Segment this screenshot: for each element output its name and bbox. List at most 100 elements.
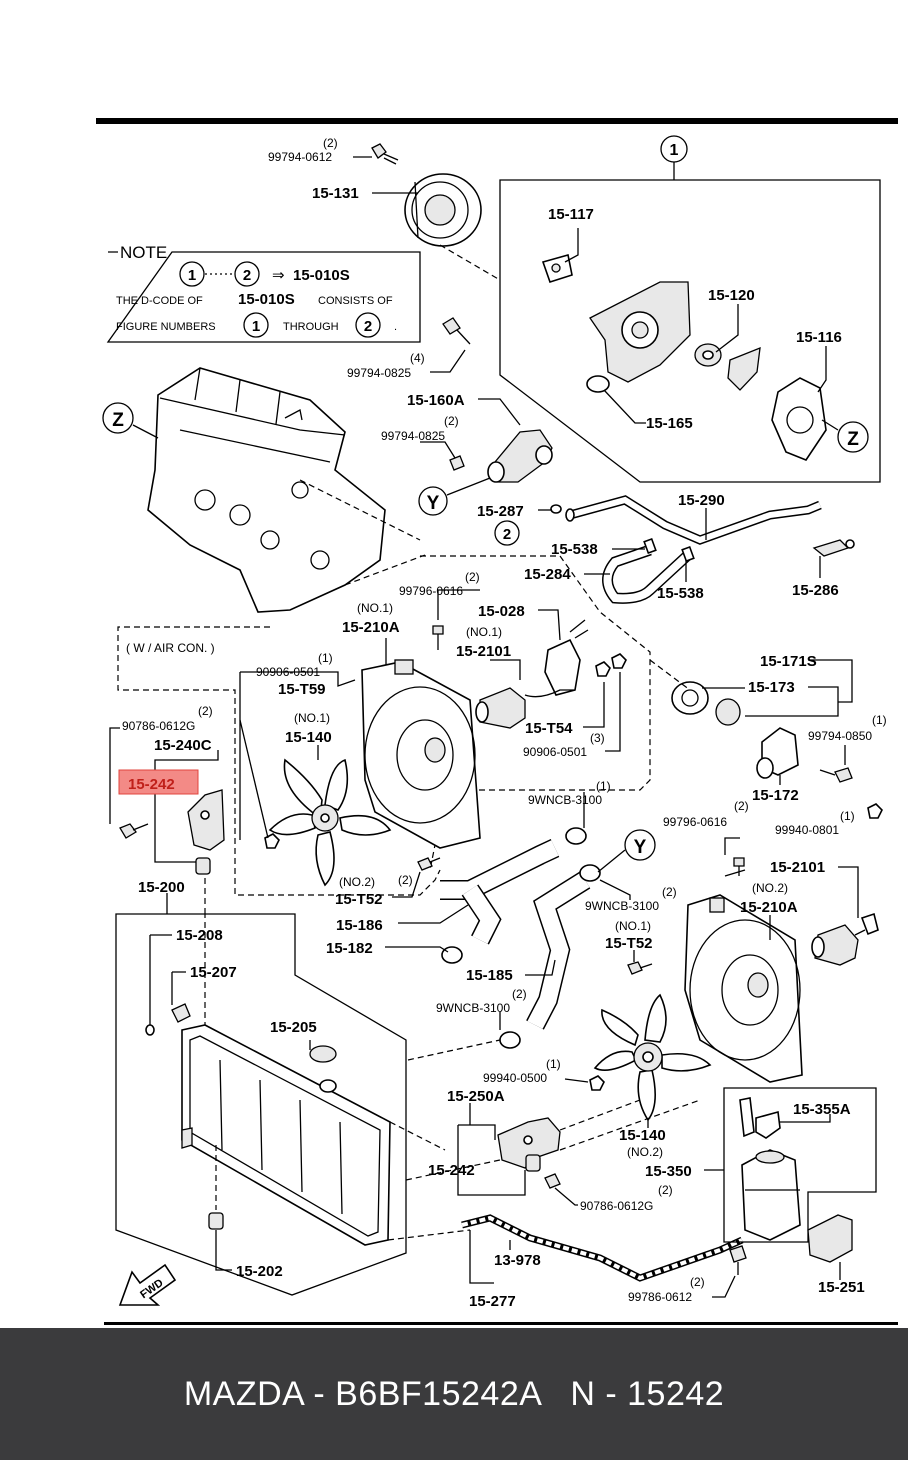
label-15-2101-b: 15-2101 bbox=[770, 859, 825, 876]
label-no1-motor: (NO.1) bbox=[466, 625, 502, 639]
label-qty-90906-0501-b: (3) bbox=[590, 731, 605, 745]
marker-circle-2 bbox=[494, 520, 520, 546]
label-15-242-b: 15-242 bbox=[428, 1162, 475, 1179]
label-15-205: 15-205 bbox=[270, 1019, 317, 1036]
pump-impeller bbox=[727, 346, 761, 391]
label-15-172: 15-172 bbox=[752, 787, 799, 804]
fan-motor-no1: (NO.1) 15-2101 15-028 (2) 99796-0616 15-… bbox=[399, 570, 627, 759]
label-15-208: 15-208 bbox=[176, 927, 223, 944]
label-no1-fan: (NO.1) bbox=[294, 711, 330, 725]
label-qty-99794-0850: (1) bbox=[872, 713, 887, 727]
label-15-210A-a: 15-210A bbox=[342, 619, 400, 636]
note-line2-b: CONSISTS OF bbox=[318, 295, 393, 307]
label-15-140-b: 15-140 bbox=[619, 1127, 666, 1144]
label-9WNCB-3100-a: 9WNCB-3100 bbox=[528, 793, 602, 807]
note-circle-2b bbox=[355, 312, 381, 338]
marker-y-mid bbox=[624, 829, 656, 861]
label-99786-0612: 99786-0612 bbox=[628, 1290, 692, 1304]
screw-15-T52-a: (2) (NO.2) 15-T52 bbox=[335, 857, 441, 908]
label-no2-shroud: (NO.2) bbox=[752, 881, 788, 895]
marker-z-right-text: Z bbox=[847, 429, 859, 450]
label-15-538-b: 15-538 bbox=[657, 585, 704, 602]
pulley-15-131: 15-131 (2) 99794-0612 bbox=[268, 136, 501, 281]
label-qty-9WNCB-3100-b: (2) bbox=[662, 885, 677, 899]
note-circle-1b bbox=[243, 312, 269, 338]
label-15-120: 15-120 bbox=[708, 287, 755, 304]
label-15-240C: 15-240C bbox=[154, 737, 212, 754]
radiator-hoses: (1) 9WNCB-3100 (2) 9WNCB-3100 15-186 15-… bbox=[326, 779, 677, 1049]
note-circle-1 bbox=[179, 261, 205, 287]
label-99796-0616-a: 99796-0616 bbox=[399, 584, 463, 598]
highlight-box bbox=[118, 769, 199, 795]
note-line3-end: . bbox=[394, 321, 397, 333]
label-13-978: 13-978 bbox=[494, 1252, 541, 1269]
label-15-131: 15-131 bbox=[312, 185, 359, 202]
fan-shroud-no2: (NO.2) 15-210A 15-2101 (2) 99796-0616 (N… bbox=[605, 799, 879, 1083]
label-qty-99794-0825-a: (4) bbox=[410, 351, 425, 365]
air-con-label: ( W / AIR CON. ) bbox=[126, 641, 215, 655]
label-no1-shroud-a: (NO.1) bbox=[357, 601, 393, 615]
label-15-350: 15-350 bbox=[645, 1163, 692, 1180]
dashed-connectors-2 bbox=[559, 1099, 701, 1151]
label-9WNCB-3100-b: 9WNCB-3100 bbox=[585, 899, 659, 913]
nut-90906-0501-a: (1) 90906-0501 15-T59 bbox=[239, 651, 356, 849]
label-15-171S: 15-171S bbox=[760, 653, 817, 670]
label-99940-0801: 99940-0801 bbox=[775, 823, 839, 837]
note-box: NOTE 1 2 ⇒ 15-010S THE D-CODE OF 15-010S… bbox=[106, 243, 421, 343]
label-15-202: 15-202 bbox=[236, 1263, 283, 1280]
label-15-T52-a: 15-T52 bbox=[335, 891, 383, 908]
air-con-region: ( W / AIR CON. ) bbox=[117, 555, 651, 896]
pump-gasket bbox=[771, 377, 827, 461]
label-99794-0825-b: 99794-0825 bbox=[381, 429, 445, 443]
label-15-186: 15-186 bbox=[336, 917, 383, 934]
label-15-287: 15-287 bbox=[477, 503, 524, 520]
label-99794-0850: 99794-0850 bbox=[808, 729, 872, 743]
note-line3-b: THROUGH bbox=[283, 321, 339, 333]
fan-no2: 15-140 (NO.2) (1) 99940-0500 bbox=[483, 993, 712, 1159]
label-99940-0500: 99940-0500 bbox=[483, 1071, 547, 1085]
dashed-connectors bbox=[405, 1039, 501, 1181]
housing-15-160A: 15-160A (2) 99794-0825 Y bbox=[381, 392, 553, 516]
mount-rubber-15-242 bbox=[195, 857, 211, 875]
reservoir-group: 15-350 15-355A 15-251 bbox=[645, 1087, 877, 1296]
label-15-284: 15-284 bbox=[524, 566, 571, 583]
gasket-15-165 bbox=[586, 375, 610, 393]
label-qty-99940-0801: (1) bbox=[840, 809, 855, 823]
marker-y-top-text: Y bbox=[427, 493, 440, 514]
label-99796-0616-b: 99796-0616 bbox=[663, 815, 727, 829]
label-no1-t52: (NO.1) bbox=[615, 919, 651, 933]
note-circle-1b-text: 1 bbox=[252, 318, 260, 335]
marker-y-top bbox=[418, 486, 448, 516]
label-15-355A: 15-355A bbox=[793, 1101, 851, 1118]
bracket-15-240C: 15-240C 15-242 (2) 90786-0612G bbox=[109, 704, 225, 912]
overflow-hose: 15-277 13-978 (2) 99786-0612 bbox=[461, 1214, 747, 1310]
label-15-T54: 15-T54 bbox=[525, 720, 573, 737]
radiator-group: 15-200 15-205 15-208 15-207 15-202 bbox=[115, 879, 471, 1296]
label-15-028: 15-028 bbox=[478, 603, 525, 620]
label-90906-0501-b: 90906-0501 bbox=[523, 745, 587, 759]
label-15-T52-b: 15-T52 bbox=[605, 935, 653, 952]
fan-no1: (NO.1) 15-140 bbox=[268, 711, 392, 887]
label-99794-0612: 99794-0612 bbox=[268, 150, 332, 164]
note-circle-2-text: 2 bbox=[243, 267, 251, 284]
water-pump-group: 1 15-117 15-120 15-116 15-165 Z bbox=[499, 135, 881, 483]
label-qty-99940-0500: (1) bbox=[546, 1057, 561, 1071]
marker-z-left-text: Z bbox=[112, 410, 124, 431]
bracket-15-250A: 15-250A 15-242 (2) 90786-0612G bbox=[428, 1088, 673, 1213]
parts-diagram: NOTE 1 2 ⇒ 15-010S THE D-CODE OF 15-010S… bbox=[96, 118, 898, 1325]
label-no2-fan: (NO.2) bbox=[627, 1145, 663, 1159]
note-line2-code: 15-010S bbox=[238, 291, 295, 308]
label-90786-0612G-a: 90786-0612G bbox=[122, 719, 195, 733]
top-rule bbox=[96, 118, 898, 124]
footer-text: MAZDA - B6BF15242A N - 15242 bbox=[183, 1374, 725, 1413]
label-qty-90786-0612G-a: (2) bbox=[198, 704, 213, 718]
label-15-251: 15-251 bbox=[818, 1279, 865, 1296]
label-15-200: 15-200 bbox=[138, 879, 185, 896]
label-15-T59: 15-T59 bbox=[278, 681, 326, 698]
label-90906-0501-a: 90906-0501 bbox=[256, 665, 320, 679]
bypass-pipe-group: 15-287 2 15-290 15-538 15-284 15-538 15-… bbox=[477, 492, 855, 604]
note-circle-2 bbox=[234, 261, 260, 287]
marker-circle-2-text: 2 bbox=[503, 526, 511, 543]
label-15-286: 15-286 bbox=[792, 582, 839, 599]
label-qty-9WNCB-3100-c: (2) bbox=[512, 987, 527, 1001]
